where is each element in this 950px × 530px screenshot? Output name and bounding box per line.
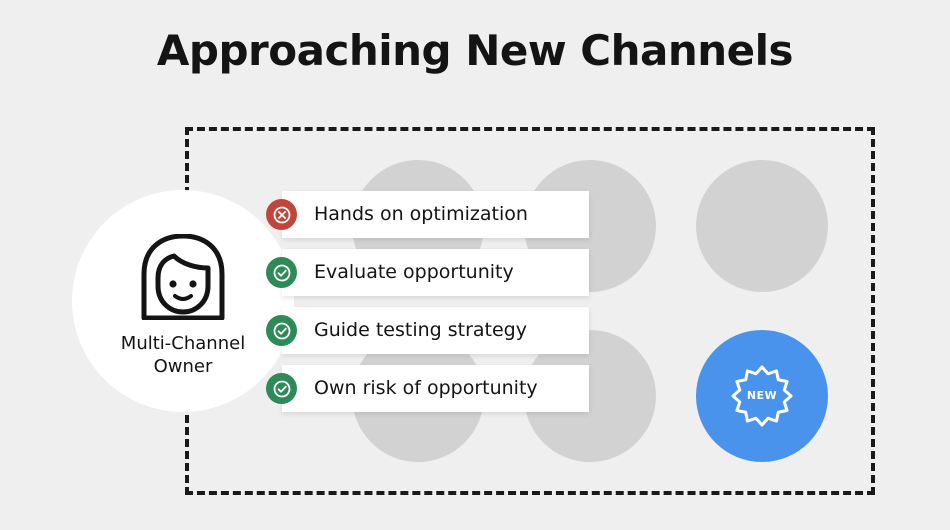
- x-circle-icon: [266, 199, 297, 230]
- new-badge-label: NEW: [746, 389, 778, 402]
- responsibility-label: Hands on optimization: [314, 203, 528, 225]
- responsibility-label: Guide testing strategy: [314, 319, 527, 341]
- starburst-outline: [731, 365, 793, 427]
- new-badge-icon: NEW: [730, 364, 794, 428]
- responsibility-item: Hands on optimization: [266, 191, 589, 238]
- responsibility-label: Evaluate opportunity: [314, 261, 514, 283]
- owner-label-line1: Multi-Channel: [120, 333, 246, 354]
- responsibility-item: Own risk of opportunity: [266, 365, 589, 412]
- owner-circle: Multi-Channel Owner: [72, 190, 294, 412]
- responsibility-label: Own risk of opportunity: [314, 377, 538, 399]
- new-channel-circle: NEW: [696, 330, 828, 462]
- check-circle-icon: [266, 373, 297, 404]
- check-circle-icon: [266, 257, 297, 288]
- owner-label: Multi-Channel Owner: [96, 332, 270, 378]
- responsibility-item: Guide testing strategy: [266, 307, 589, 354]
- woman-avatar-icon: [134, 233, 232, 321]
- owner-label-line2: Owner: [153, 356, 213, 377]
- check-circle-icon: [266, 315, 297, 346]
- slide-title: Approaching New Channels: [156, 26, 794, 75]
- channel-circle: [696, 160, 828, 292]
- responsibility-item: Evaluate opportunity: [266, 249, 589, 296]
